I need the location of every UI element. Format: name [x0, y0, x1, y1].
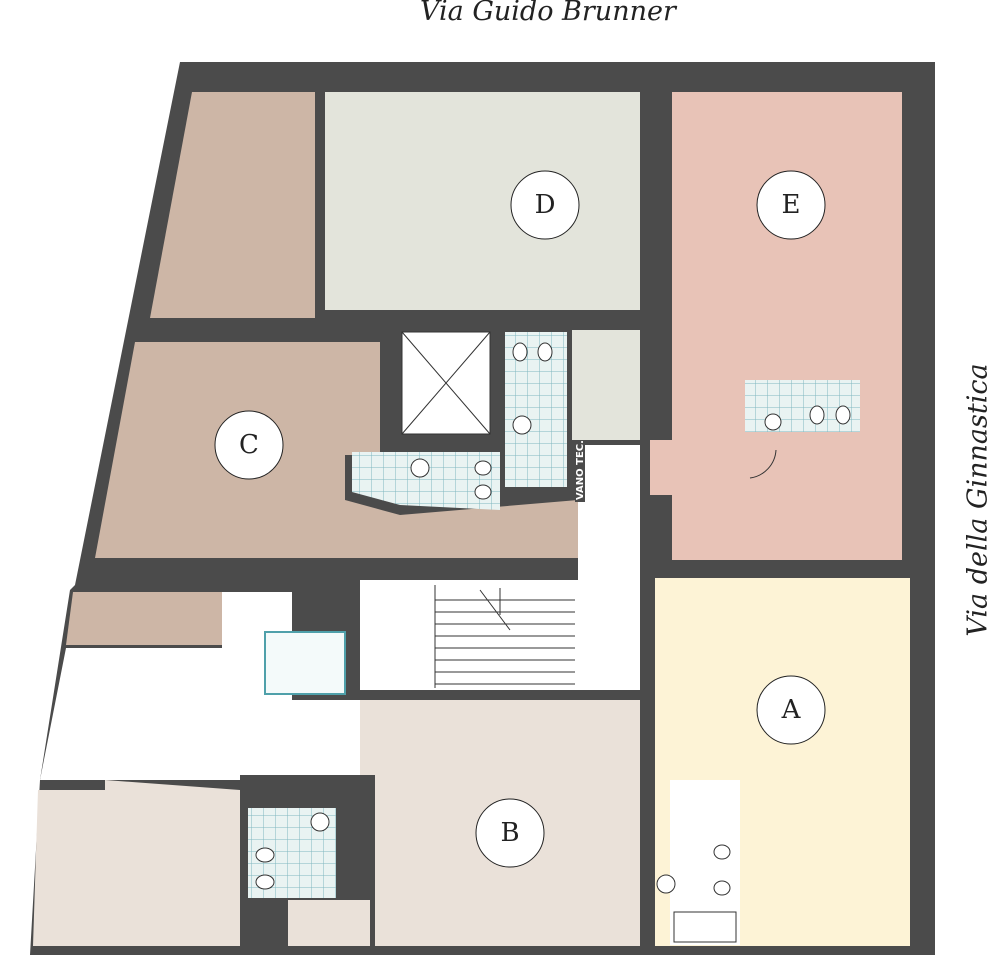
street-label-top: Via Guido Brunner: [420, 0, 676, 27]
unit-label-b: B: [475, 798, 545, 868]
unit-label-c: C: [214, 410, 284, 480]
technical-room: [575, 442, 585, 502]
bathroom-c: [352, 452, 500, 510]
room-d-annex: [572, 330, 640, 440]
svg-text:C: C: [239, 430, 259, 460]
unit-label-d: D: [510, 170, 580, 240]
room-b-closet: [288, 900, 370, 946]
svg-text:D: D: [535, 190, 556, 220]
room-c-upper: [150, 92, 315, 318]
unit-label-e: E: [756, 170, 826, 240]
room-c-hall: [66, 592, 222, 645]
room-d: [325, 92, 640, 310]
technical-room-label: VANO TEC.: [575, 440, 586, 500]
svg-text:A: A: [781, 695, 802, 725]
light-well-cross: [401, 331, 491, 435]
room-b: [292, 700, 640, 946]
unit-label-a: A: [756, 675, 826, 745]
sanitary-fixtures: [255, 342, 851, 943]
room-b-lower-left: [33, 780, 240, 946]
svg-text:B: B: [500, 818, 519, 848]
room-c: [95, 342, 578, 558]
room-e: [650, 92, 902, 560]
svg-text:E: E: [782, 190, 801, 220]
stair-treads: [434, 585, 575, 688]
corridor-vertical: [578, 445, 640, 580]
elevator: [264, 631, 346, 695]
